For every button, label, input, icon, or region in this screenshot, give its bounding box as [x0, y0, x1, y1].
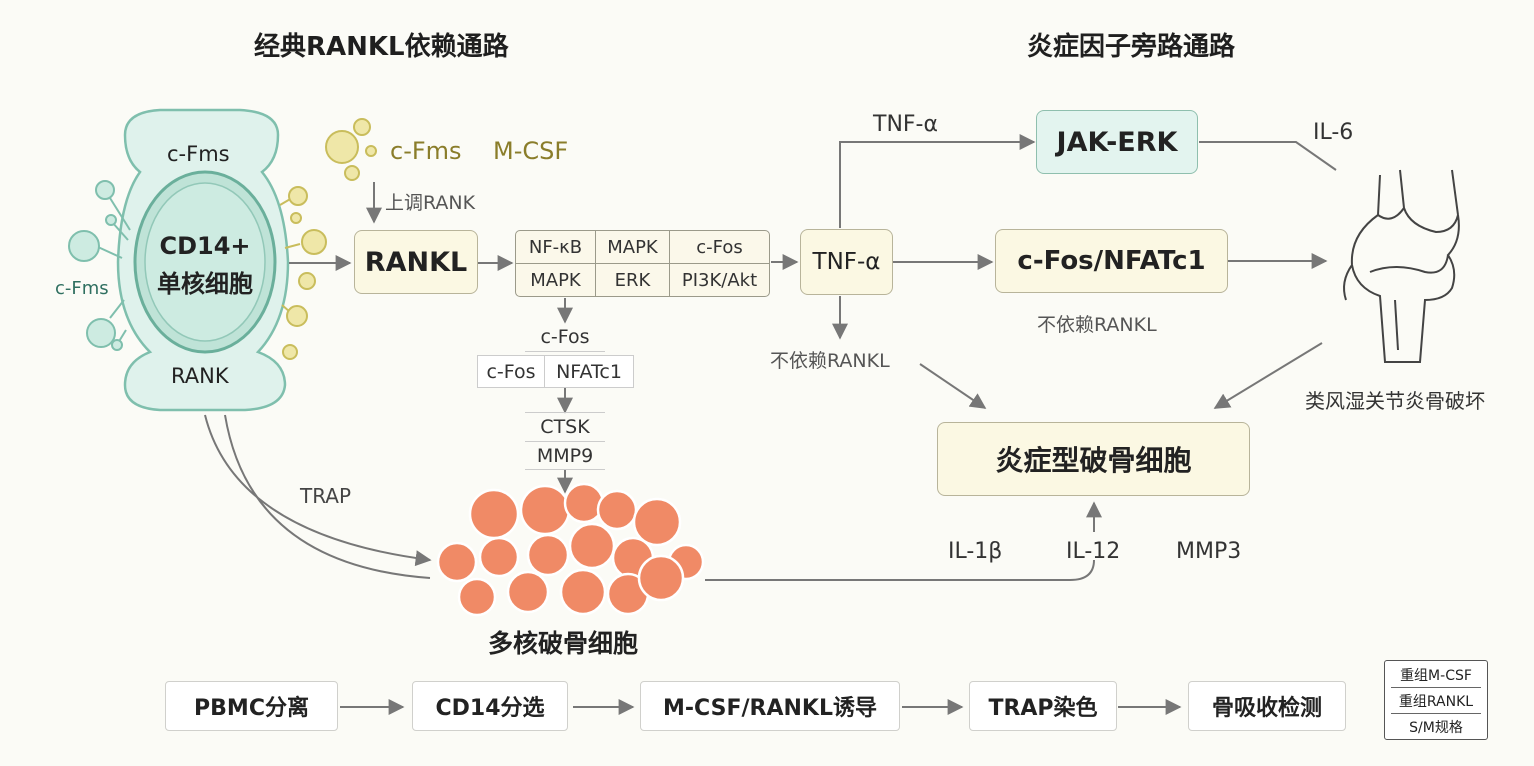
rankl-independent-label-left: 不依赖RANKL [770, 350, 890, 372]
workflow-step-resorption: 骨吸收检测 [1188, 681, 1346, 731]
signal-erk: ERK [595, 263, 670, 297]
knee-joint-icon [1343, 169, 1460, 363]
signal-cfos-top: c-Fos [669, 230, 770, 264]
cytokine-il1b: IL-1β [948, 539, 1003, 564]
cell-top-receptor-label: c-Fms [167, 142, 230, 166]
heading-inflammatory-pathway: 炎症因子旁路通路 [1027, 32, 1236, 62]
reagent-rankl: 重组RANKL [1398, 694, 1474, 710]
workflow-step-cd14: CD14分选 [412, 681, 568, 731]
reagent-legend: 重组M-CSF 重组RANKL S/M规格 [1384, 660, 1488, 740]
workflow-step-induction: M-CSF/RANKL诱导 [640, 681, 900, 731]
cascade-pair-nfatc1: NFATc1 [544, 355, 634, 388]
cascade-ctsk: CTSK [525, 412, 605, 442]
cascade-mmp9: MMP9 [525, 442, 605, 470]
cell-body-line1: CD14+ [159, 232, 251, 260]
cell-body-line2: 单核细胞 [157, 270, 253, 298]
rankl-independent-label-right: 不依赖RANKL [1037, 314, 1157, 336]
multinuclear-osteoclast-label: 多核破骨细胞 [488, 629, 639, 658]
cell-bottom-receptor-label: RANK [171, 364, 229, 388]
trap-label: TRAP [300, 484, 352, 508]
cytokine-il12: IL-12 [1066, 539, 1121, 564]
inflammatory-osteoclast-box: 炎症型破骨细胞 [937, 422, 1250, 496]
tnf-alpha-top-label: TNF-α [873, 112, 938, 137]
cell-side-label: c-Fms [55, 278, 109, 299]
jak-erk-box: JAK-ERK [1036, 110, 1198, 174]
signal-mapk-bottom: MAPK [515, 263, 596, 297]
cell-ligands [279, 186, 327, 360]
il6-label: IL-6 [1313, 120, 1354, 145]
ligand-mcsf-label: M-CSF [493, 137, 569, 165]
tnf-alpha-box: TNF-α [800, 229, 893, 295]
workflow-step-pbmc: PBMC分离 [165, 681, 338, 731]
cascade-cfos: c-Fos [525, 322, 605, 352]
joint-destruction-label: 类风湿关节炎骨破坏 [1305, 389, 1485, 413]
cascade-pair-cfos: c-Fos [477, 355, 545, 388]
rankl-box: RANKL [354, 230, 478, 294]
mcsf-cluster [325, 118, 377, 181]
reagent-spec: S/M规格 [1409, 720, 1463, 736]
arrows [204, 134, 1337, 715]
ligand-cfms-label: c-Fms [390, 137, 462, 165]
reagent-mcsf: 重组M-CSF [1400, 668, 1472, 684]
signal-mapk-top: MAPK [595, 230, 670, 264]
heading-rankl-pathway: 经典RANKL依赖通路 [254, 32, 509, 62]
cfos-nfatc1-box: c-Fos/NFATc1 [995, 229, 1228, 293]
monocyte-cell [116, 108, 290, 412]
cytokine-mmp3: MMP3 [1176, 539, 1242, 564]
signal-nfkb: NF-κB [515, 230, 596, 264]
workflow-step-trap: TRAP染色 [969, 681, 1117, 731]
signal-pi3k-akt: PI3K/Akt [669, 263, 770, 297]
teal-receptors [68, 180, 131, 351]
osteoclast-cluster [436, 482, 705, 617]
upregulate-rank-label: 上调RANK [385, 192, 476, 214]
